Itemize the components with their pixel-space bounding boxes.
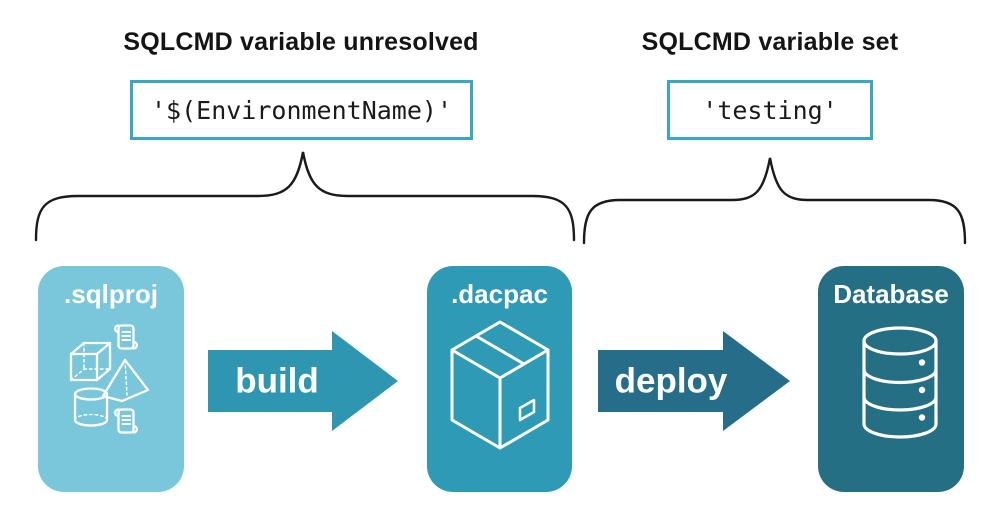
node-database-label: Database bbox=[833, 279, 949, 309]
heading-unresolved: SQLCMD variable unresolved bbox=[123, 28, 479, 56]
package-icon bbox=[450, 320, 550, 450]
deploy-arrow-label: deploy bbox=[615, 362, 728, 401]
cylinder-icon bbox=[73, 387, 109, 427]
cube-icon bbox=[69, 341, 112, 382]
database-icon bbox=[862, 326, 938, 439]
right-brace bbox=[582, 157, 967, 245]
sql-objects-icon bbox=[69, 324, 150, 434]
build-arrow: build bbox=[208, 331, 398, 431]
node-sqlproj: .sqlproj bbox=[38, 266, 184, 492]
code-value-set: 'testing' bbox=[702, 95, 838, 125]
node-database: Database bbox=[818, 266, 964, 492]
pyramid-icon bbox=[101, 358, 150, 403]
deploy-arrow: deploy bbox=[598, 331, 790, 431]
node-dacpac-label: .dacpac bbox=[451, 279, 548, 309]
build-arrow-label: build bbox=[235, 362, 319, 401]
code-value-unresolved: '$(EnvironmentName)' bbox=[150, 95, 453, 125]
scroll-icon bbox=[113, 324, 139, 350]
left-brace bbox=[34, 151, 576, 242]
scroll-icon bbox=[113, 408, 139, 434]
node-sqlproj-label: .sqlproj bbox=[64, 279, 158, 309]
database-dots bbox=[918, 359, 926, 421]
build-arrow-shape bbox=[208, 331, 398, 431]
code-box-set: 'testing' bbox=[667, 80, 873, 140]
deploy-arrow-shape bbox=[598, 331, 790, 431]
code-box-unresolved: '$(EnvironmentName)' bbox=[130, 80, 473, 140]
heading-set: SQLCMD variable set bbox=[641, 28, 899, 56]
